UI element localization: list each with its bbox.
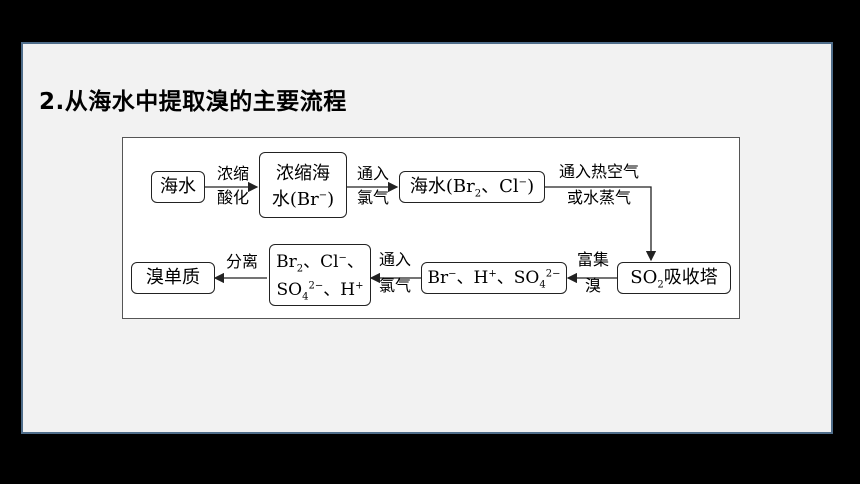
node-seawater-br2: 海水(Br2、Cl−) [399, 171, 545, 203]
slide: 2.从海水中提取溴的主要流程 海水 浓缩 酸化 浓缩海 水(Br−) [21, 42, 833, 434]
label-add-chlorine-1: 通入 氯气 [356, 164, 389, 207]
node-seawater: 海水 [151, 171, 205, 203]
label-add-chlorine-2: 通入 氯气 [378, 250, 411, 295]
label-concentrate: 浓缩 酸化 [216, 164, 249, 207]
node-absorbed-ions: Br−、H+、SO42− [421, 262, 567, 294]
node-oxidized-ions: Br2、Cl−、 SO42−、H+ [269, 244, 371, 306]
flow-diagram: 海水 浓缩 酸化 浓缩海 水(Br−) 通入 氯气 海水(Br2、Cl−) 通入… [122, 137, 740, 319]
flow-arrows [205, 181, 657, 284]
node-so2-tower: SO2吸收塔 [617, 262, 731, 294]
arrow-3 [545, 186, 657, 262]
page-title: 2.从海水中提取溴的主要流程 [39, 89, 347, 115]
label-enrich: 富集 溴 [576, 250, 609, 295]
label-separate: 分离 [225, 252, 258, 271]
node-bromine: 溴单质 [131, 262, 215, 294]
label-hot-air: 通入热空气 或水蒸气 [558, 162, 639, 207]
node-concentrated-seawater: 浓缩海 水(Br−) [259, 152, 347, 218]
